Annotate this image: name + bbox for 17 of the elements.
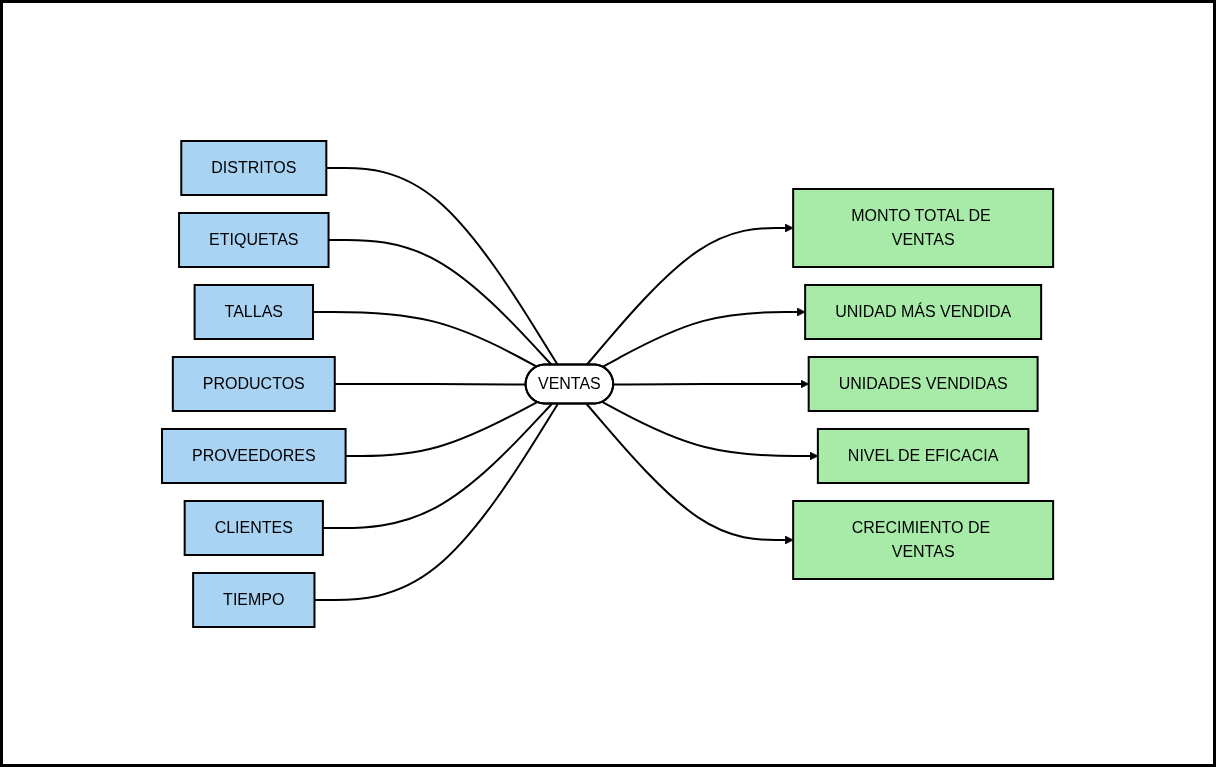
node-box: UNIDADES VENDIDAS <box>808 355 1039 412</box>
node-box: TALLAS <box>194 283 315 340</box>
node-box: ETIQUETAS <box>178 211 330 268</box>
node-box: TIEMPO <box>192 571 316 628</box>
node-box: PROVEEDORES <box>161 427 347 484</box>
node-box: NIVEL DE EFICACIA <box>817 427 1030 484</box>
node-box: MONTO TOTAL DE VENTAS <box>792 187 1055 268</box>
node-box: PRODUCTOS <box>172 355 337 412</box>
arrow <box>613 379 810 388</box>
node-box: CRECIMIENTO DE VENTAS <box>792 499 1055 580</box>
arrow <box>602 307 806 368</box>
node-box: DISTRITOS <box>180 139 328 196</box>
arrow <box>602 400 819 460</box>
node-box: CLIENTES <box>184 499 325 556</box>
node-box: UNIDAD MÁS VENDIDA <box>804 283 1043 340</box>
arrow <box>586 223 794 366</box>
arrow <box>586 402 794 544</box>
